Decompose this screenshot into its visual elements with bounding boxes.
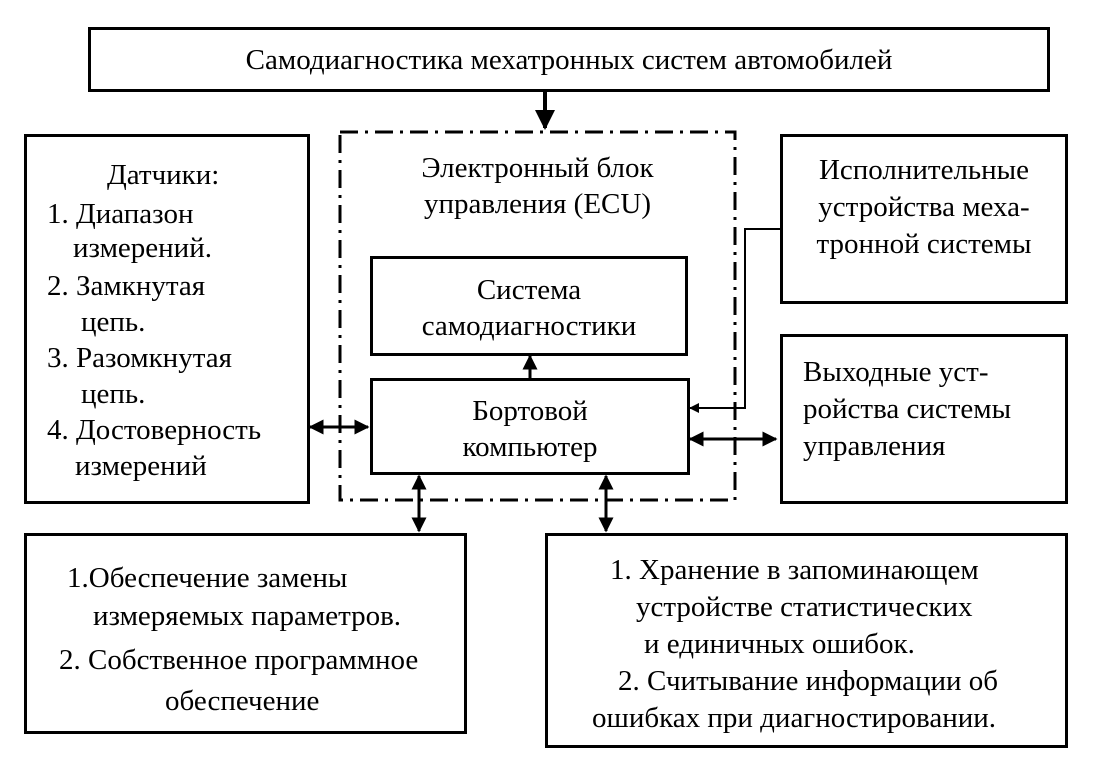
support-line: 1.Обеспечение замены [67,562,348,594]
onboard-computer-line2: компьютер [462,431,598,463]
arrow-actuators-to-computer [689,228,780,413]
self-diagnostics-line2: самодиагностики [421,310,637,342]
sensors-line: 1. Диапазон [47,198,194,230]
self-diagnostics-line1: Система [476,274,582,306]
sensors-line: измерений. [73,232,212,264]
storage-line: 2. Считывание информации об [618,665,999,697]
sensors-line: 4. Достоверность [47,414,262,446]
actuators-line: Исполнительные [818,154,1030,186]
onboard-computer-box: Бортовой компьютер [370,378,690,475]
sensors-line: измерений [75,450,207,482]
actuators-box: Исполнительные устройства меха- тронной … [780,134,1068,304]
storage-line: 1. Хранение в запоминающем [610,554,979,586]
ecu-label-line1: Электронный блок [421,152,654,184]
output-devices-box: Выходные уст- ройства системы управления [780,334,1068,504]
title-text: Самодиагностика мехатронных систем автом… [245,44,893,76]
output-devices-line: Выходные уст- [803,356,989,388]
output-devices-line: ройства системы [803,393,1012,425]
storage-line: ошибках при диагностировании. [592,702,997,734]
sensors-line: цепь. [81,306,146,338]
onboard-computer-line1: Бортовой [472,395,588,427]
storage-box: 1. Хранение в запоминающем устройстве ст… [545,533,1068,748]
sensors-line: цепь. [81,378,146,410]
support-box: 1.Обеспечение замены измеряемых параметр… [24,533,467,734]
self-diagnostics-box: Система самодиагностики [370,256,688,356]
sensors-line: 3. Разомкнутая [47,342,232,374]
actuators-line: тронной системы [816,228,1032,260]
output-devices-line: управления [803,430,946,462]
storage-line: и единичных ошибок. [644,628,915,660]
support-line: измеряемых параметров. [93,600,402,632]
ecu-boundary [338,130,737,502]
actuators-line: устройства меха- [818,191,1030,223]
sensors-box: Датчики: 1. Диапазон измерений. 2. Замкн… [24,134,310,504]
storage-line: устройстве статистических [636,591,973,623]
sensors-heading: Датчики: [107,159,220,191]
support-line: обеспечение [165,685,320,717]
sensors-line: 2. Замкнутая [47,270,206,302]
support-line: 2. Собственное программное [59,644,419,676]
title-box: Самодиагностика мехатронных систем автом… [88,27,1050,92]
ecu-label-line2: управления (ECU) [424,188,651,220]
